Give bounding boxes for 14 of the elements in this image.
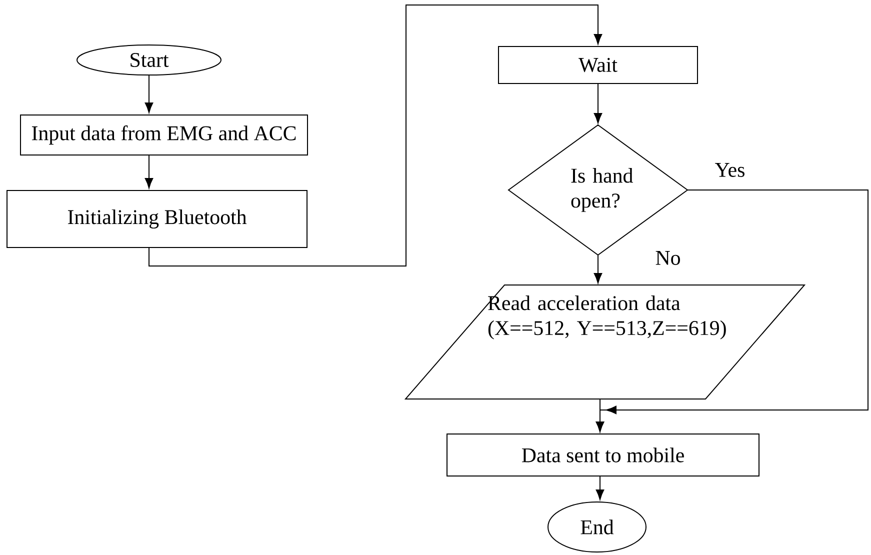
arrow xyxy=(596,398,604,432)
arrow xyxy=(596,476,604,500)
arrow xyxy=(144,75,154,113)
process-box: Wait xyxy=(498,46,698,84)
terminal-oval: Start xyxy=(76,44,222,76)
process-box: Data sent to mobile xyxy=(446,434,760,476)
process-box: Initializing Bluetooth xyxy=(6,190,308,248)
arrow xyxy=(144,155,154,188)
terminal-oval: End xyxy=(548,502,646,552)
arrow xyxy=(594,254,602,284)
edge-label: Yes xyxy=(715,163,744,177)
arrow xyxy=(594,84,602,124)
arrow xyxy=(148,4,602,266)
process-box: Input data from EMG and ACC xyxy=(20,114,308,156)
